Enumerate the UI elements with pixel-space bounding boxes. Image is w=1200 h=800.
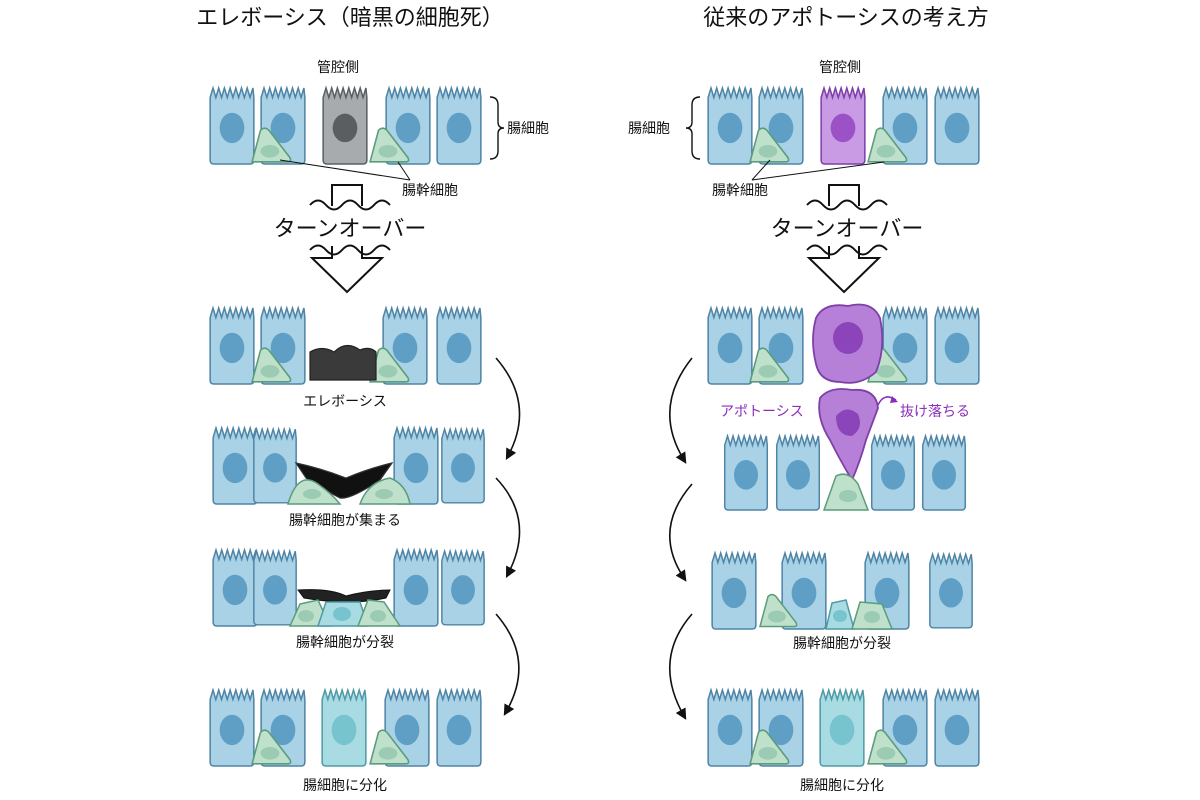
left-enterocyte-label: 腸細胞 <box>507 121 549 137</box>
right-flow-arrow-1 <box>668 357 693 464</box>
left-step-erebosis-label: エレボーシス <box>303 394 387 410</box>
apoptotic-cell-initial <box>820 87 866 165</box>
left-row-initial <box>209 87 482 165</box>
left-row-divide <box>212 549 485 627</box>
right-row-initial <box>707 87 980 165</box>
new-enterocyte-right <box>819 689 865 767</box>
left-lumen-side-label: 管腔側 <box>317 60 359 76</box>
left-step-gather-label: 腸幹細胞が集まる <box>289 512 401 529</box>
right-row-divide <box>711 551 973 631</box>
left-flow-arrow-1 <box>495 357 521 460</box>
left-title: エレボーシス（暗黒の細胞死） <box>196 6 504 31</box>
right-turnover-arrow <box>797 184 897 294</box>
left-row-erebosis <box>209 307 482 385</box>
right-flow-arrow-3 <box>668 613 693 720</box>
new-enterocyte <box>321 689 367 767</box>
left-step-divide-label: 腸幹細胞が分裂 <box>296 634 394 651</box>
left-panel: エレボーシス（暗黒の細胞死） 管腔側 腸細胞 腸幹細胞 ターンオーバー <box>196 6 549 794</box>
right-enterocyte-label: 腸細胞 <box>628 121 670 137</box>
left-row-differentiate <box>209 689 482 767</box>
left-turnover-arrow <box>300 184 400 294</box>
right-enterocyte-brace <box>685 96 701 160</box>
right-row-extrusion <box>723 388 967 511</box>
right-row-differentiate <box>707 689 980 767</box>
left-turnover-label: ターンオーバー <box>274 217 427 242</box>
right-step-divide-label: 腸幹細胞が分裂 <box>793 635 891 652</box>
left-enterocyte-brace <box>489 96 505 160</box>
fall-out-label: 抜け落ちる <box>900 404 970 420</box>
left-stem-cell-label: 腸幹細胞 <box>402 182 458 199</box>
right-panel: 従来のアポトーシスの考え方 管腔側 腸細胞 腸幹細胞 ターンオーバー <box>628 6 989 794</box>
left-flow-arrow-3 <box>495 613 520 716</box>
dying-cell <box>322 87 368 165</box>
right-turnover-label: ターンオーバー <box>771 217 924 242</box>
left-flow-arrow-2 <box>495 477 521 578</box>
apoptosis-label: アポトーシス <box>720 404 804 420</box>
right-lumen-side-label: 管腔側 <box>819 60 861 76</box>
right-row-swollen <box>707 303 980 385</box>
left-row-gather <box>212 427 485 505</box>
erebosis-remnant <box>309 344 377 381</box>
left-step-differentiate-label: 腸細胞に分化 <box>303 778 387 794</box>
right-title: 従来のアポトーシスの考え方 <box>703 6 989 31</box>
right-flow-arrow-2 <box>668 483 693 582</box>
right-step-differentiate-label: 腸細胞に分化 <box>800 778 884 794</box>
right-stem-cell-label: 腸幹細胞 <box>712 182 768 199</box>
